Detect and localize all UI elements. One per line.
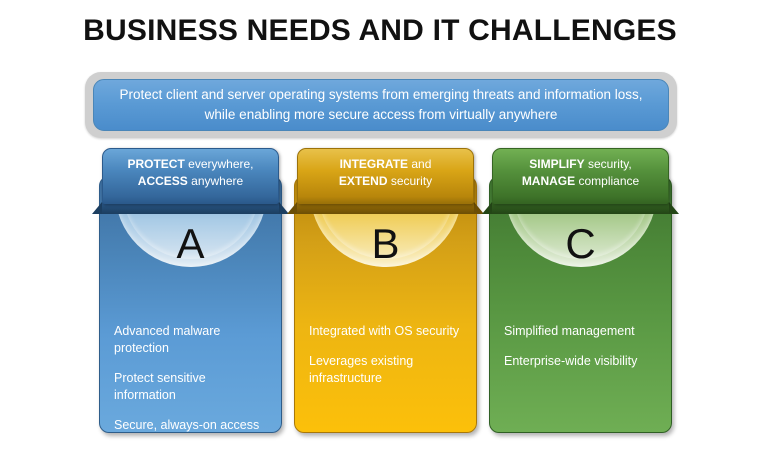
list-item: Enterprise-wide visibility [504, 353, 638, 368]
column-c-bullet-list: Simplified management Enterprise-wide vi… [490, 323, 671, 370]
column-b-header-tab[interactable]: INTEGRATE and EXTEND security [297, 148, 474, 204]
column-c-fold-right [669, 202, 679, 214]
list-item: Secure, always-on access [114, 417, 260, 432]
banner-text: Protect client and server operating syst… [119, 87, 643, 122]
banner-frame: Protect client and server operating syst… [85, 72, 677, 138]
list-item: Advanced malware protection [114, 324, 221, 355]
column-c-heading: SIMPLIFY security, MANAGE compliance [522, 156, 639, 190]
column-c-header-tab[interactable]: SIMPLIFY security, MANAGE compliance [492, 148, 669, 204]
list-item: Leverages existing infrastructure [309, 353, 414, 385]
column-a-letter: A [176, 220, 205, 267]
columns-container: A Advanced malware protection Protect se… [0, 148, 760, 438]
column-b-letter: B [371, 220, 400, 267]
column-c-fold-left [482, 202, 492, 214]
column-b-bullet-list: Integrated with OS security Leverages ex… [295, 323, 476, 387]
column-c-heading-strong-1: SIMPLIFY [529, 157, 585, 172]
column-b-heading-rest-1: and [408, 157, 432, 172]
list-item: Integrated with OS security [309, 324, 460, 338]
column-a-heading-strong-1: PROTECT [127, 157, 185, 172]
column-b-fold-right [474, 202, 484, 214]
list-item: Protect sensitive information [114, 370, 206, 402]
column-a-heading-strong-2: ACCESS [137, 174, 188, 188]
banner: Protect client and server operating syst… [93, 79, 669, 131]
column-a-header-tab[interactable]: PROTECT everywhere, ACCESS anywhere [102, 148, 279, 204]
column-c-heading-strong-2: MANAGE [521, 174, 576, 188]
column-c-heading-rest-1: security, [584, 157, 632, 172]
column-b-fold-left [287, 202, 297, 214]
page-title: BUSINESS NEEDS AND IT CHALLENGES [83, 14, 677, 47]
column-b-heading-strong-2: EXTEND [338, 174, 388, 188]
column-a[interactable]: A Advanced malware protection Protect se… [92, 148, 289, 433]
column-b-panel: B Integrated with OS security Leverages … [294, 176, 477, 433]
column-b-fold-shelf [297, 202, 474, 214]
column-c-heading-rest-2: compliance [575, 174, 640, 188]
column-b[interactable]: B Integrated with OS security Leverages … [287, 148, 484, 433]
column-c[interactable]: C Simplified management Enterprise-wide … [482, 148, 679, 433]
column-a-heading-rest-1: everywhere, [184, 157, 254, 172]
column-a-heading-rest-2: anywhere [187, 174, 244, 188]
column-a-heading: PROTECT everywhere, ACCESS anywhere [127, 156, 253, 190]
column-a-bullet-list: Advanced malware protection Protect sens… [100, 323, 281, 432]
column-a-fold-shelf [102, 202, 279, 214]
column-a-fold-left [92, 202, 102, 214]
column-c-letter: C [565, 220, 596, 267]
column-b-heading-strong-1: INTEGRATE [339, 157, 409, 172]
list-item: Simplified management [504, 324, 635, 338]
column-b-heading: INTEGRATE and EXTEND security [339, 156, 432, 190]
column-c-fold-shelf [492, 202, 669, 214]
column-b-heading-rest-2: security [387, 174, 433, 188]
column-a-panel: A Advanced malware protection Protect se… [99, 176, 282, 433]
column-a-fold-right [279, 202, 289, 214]
column-c-panel: C Simplified management Enterprise-wide … [489, 176, 672, 433]
